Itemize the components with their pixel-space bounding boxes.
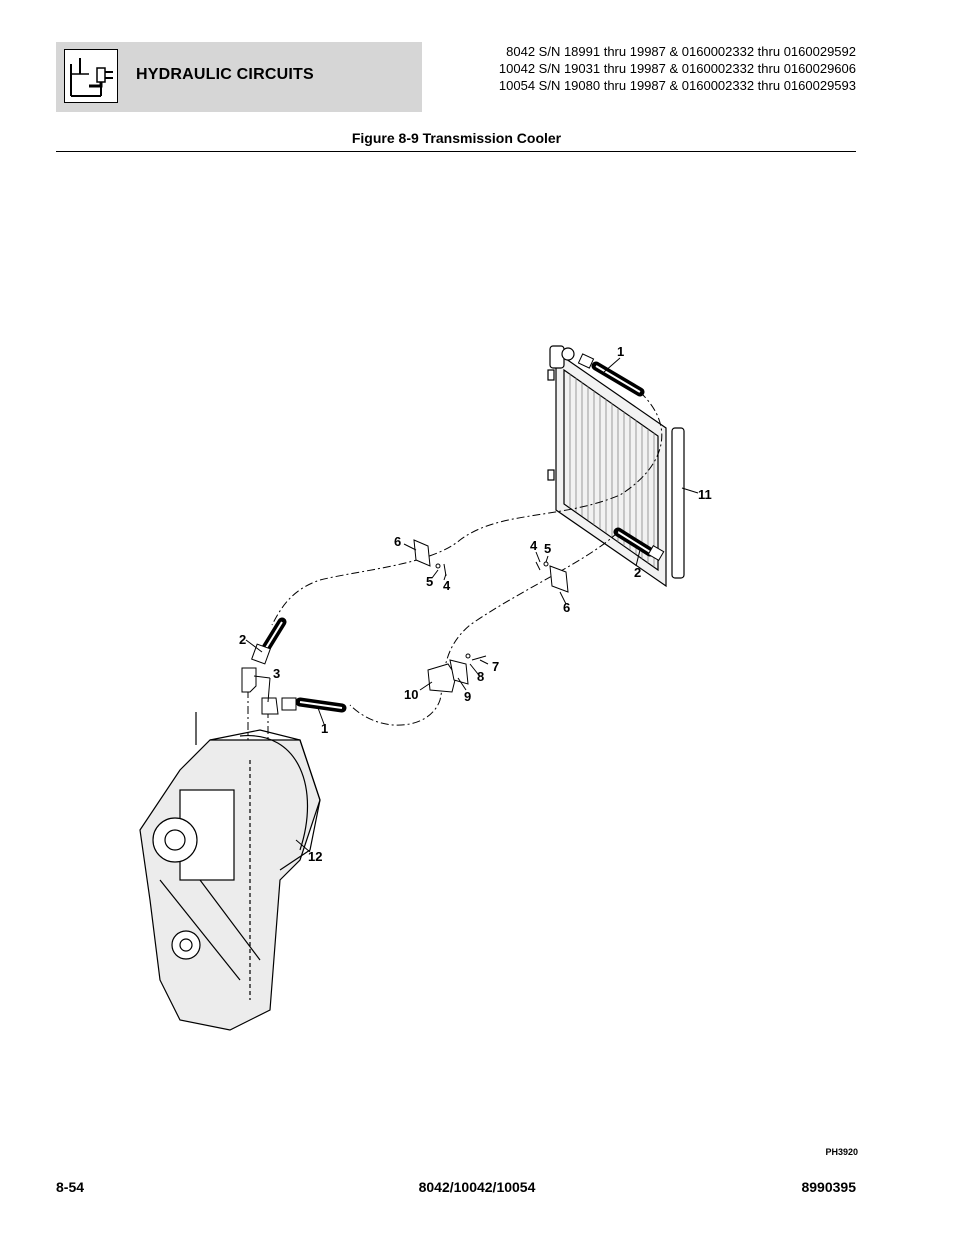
transmission: [139, 712, 321, 1031]
serial-line: 10042 S/N 19031 thru 19987 & 0160002332 …: [498, 61, 856, 76]
hose-left: [251, 617, 287, 665]
oil-cooler: [547, 345, 685, 588]
photo-reference: PH3920: [825, 1147, 858, 1157]
figure-title: Figure 8-9 Transmission Cooler: [351, 130, 562, 146]
section-title: HYDRAULIC CIRCUITS: [136, 66, 314, 83]
callout-7: 7: [492, 659, 499, 674]
section-header: HYDRAULIC CIRCUITS: [56, 42, 422, 112]
leader-lines: [245, 357, 699, 853]
callouts: 1 11 2 6 5 4 4 5 6 2 3 7 8 10 9 1 12: [239, 344, 712, 864]
page-number: 8-54: [56, 1179, 85, 1195]
mount-bracket: [427, 653, 487, 693]
callout-11: 11: [698, 487, 712, 502]
callout-4-left: 4: [443, 578, 451, 593]
serial-line: 8042 S/N 18991 thru 19987 & 0160002332 t…: [506, 44, 856, 59]
callout-4-right: 4: [530, 538, 538, 553]
hydraulic-tank-icon: [64, 49, 118, 103]
callout-12: 12: [308, 849, 322, 864]
cooler-lines: [247, 391, 663, 760]
elbow-fittings: [241, 667, 279, 715]
hose-top: [577, 353, 645, 397]
serial-line: 10054 S/N 19080 thru 19987 & 0160002332 …: [498, 78, 856, 93]
model-numbers: 8042/10042/10054: [418, 1179, 536, 1195]
hose-lower: [281, 697, 347, 713]
hose-right: [613, 527, 665, 562]
callout-6-right: 6: [563, 600, 570, 615]
serial-number-block: 8042 S/N 18991 thru 19987 & 0160002332 t…: [499, 43, 856, 94]
document-number: 8990395: [801, 1179, 856, 1195]
clamps: [413, 539, 569, 593]
header-divider: [56, 151, 856, 152]
callout-1-bottom: 1: [321, 721, 328, 736]
callout-8: 8: [477, 669, 484, 684]
callout-3: 3: [273, 666, 280, 681]
callout-5-right: 5: [544, 541, 551, 556]
callout-5-left: 5: [426, 574, 433, 589]
callout-9: 9: [464, 689, 471, 704]
callout-2-left: 2: [239, 632, 246, 647]
callout-2-right: 2: [634, 565, 641, 580]
callout-1-top: 1: [617, 344, 624, 359]
callout-10: 10: [404, 687, 418, 702]
callout-6-left: 6: [394, 534, 401, 549]
